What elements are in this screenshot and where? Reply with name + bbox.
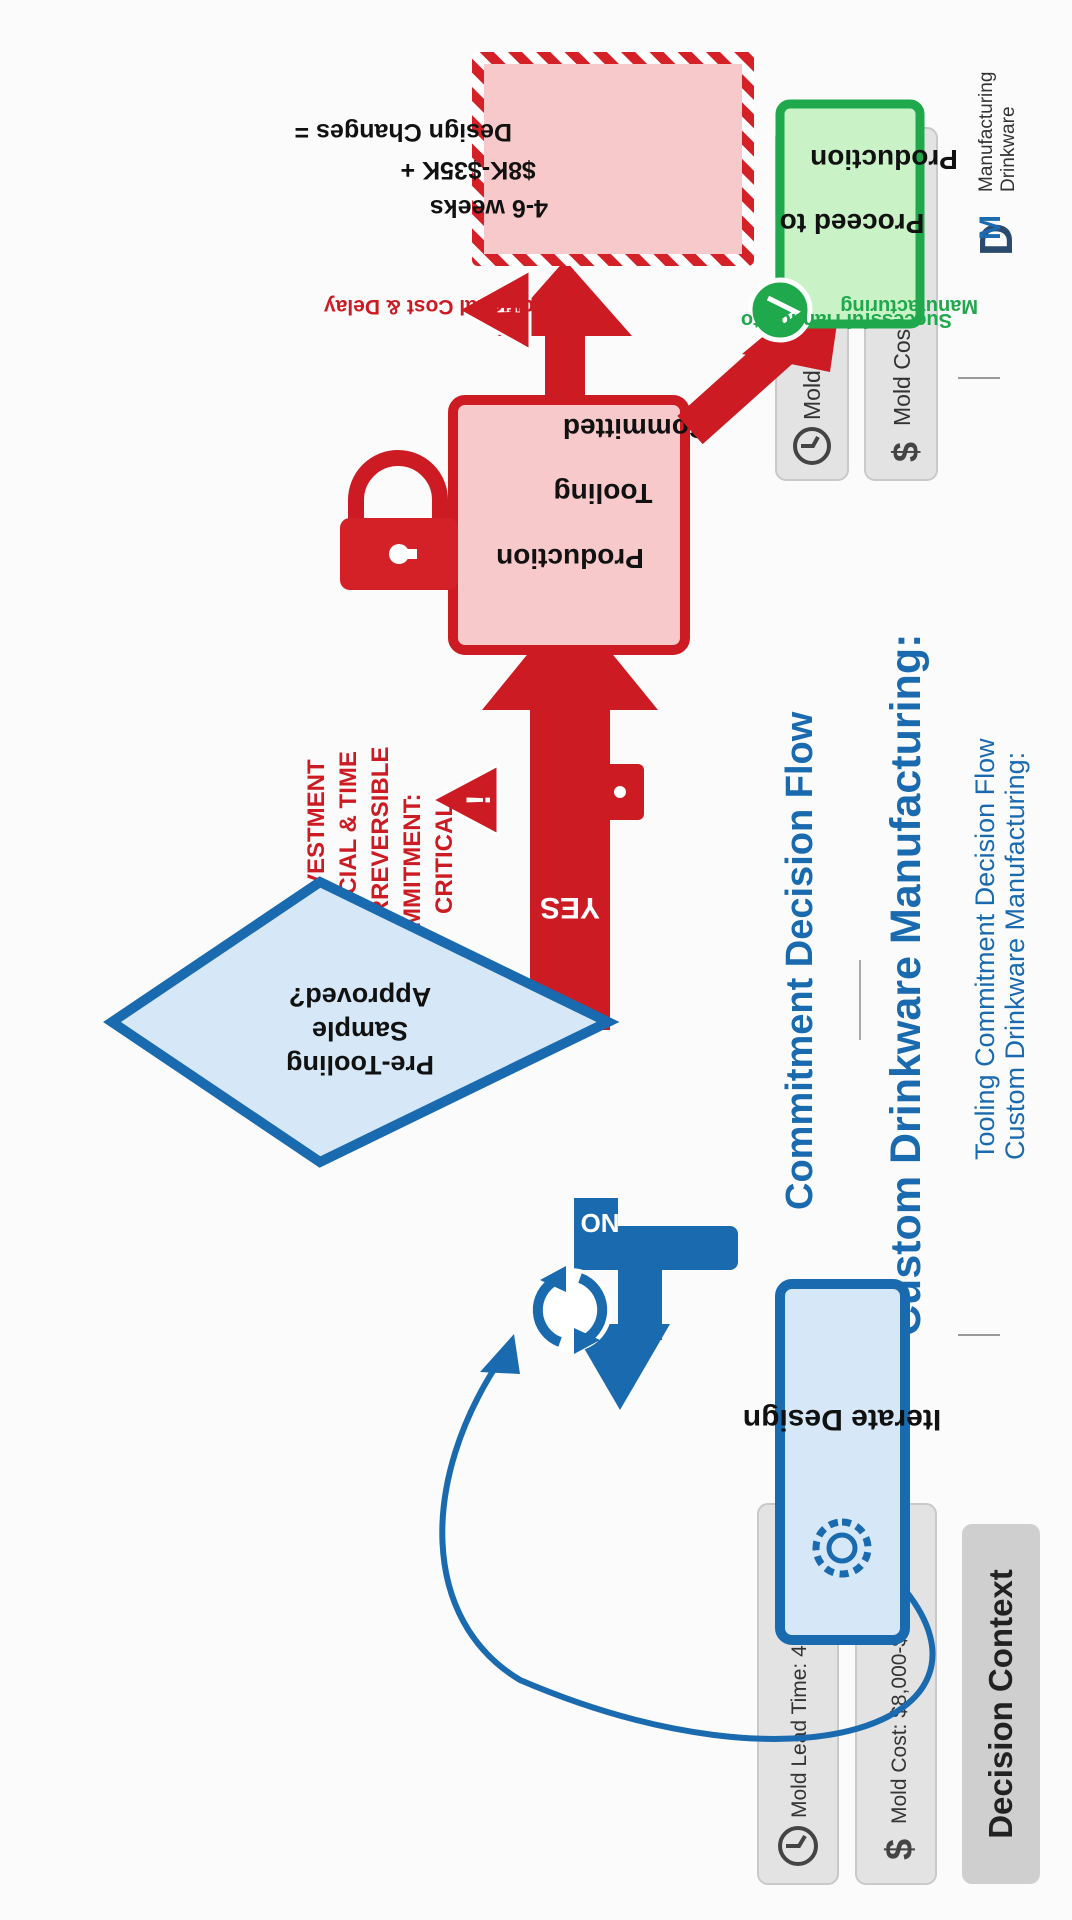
right-clock-icon bbox=[793, 427, 831, 465]
decision-line2: Sample bbox=[312, 1016, 408, 1046]
right-dollar-icon: $ bbox=[885, 442, 926, 462]
refresh-icon bbox=[528, 1266, 612, 1354]
check-circle-icon bbox=[747, 277, 813, 343]
loop-back-arrow bbox=[439, 1334, 936, 1742]
design-changes-line1: Design Changes = bbox=[295, 118, 512, 146]
logo-m-letter: M bbox=[974, 215, 1007, 240]
decision-line1: Pre-Tooling bbox=[286, 1050, 434, 1080]
no-label: NO bbox=[581, 1208, 620, 1238]
design-changes-line3: 4-6 weeks bbox=[430, 194, 548, 222]
decision-context-header bbox=[962, 1524, 1040, 1884]
design-changes-box bbox=[484, 64, 742, 254]
company-logo: D M Drinkware Manufacturing bbox=[970, 72, 1022, 256]
padlock-icon bbox=[340, 450, 458, 590]
design-changes-line2: $8K-$35K + bbox=[401, 156, 537, 184]
warning-triangle-icon: ! bbox=[428, 762, 500, 838]
tooling-line1: Production bbox=[496, 543, 644, 574]
yes-label: YES bbox=[540, 891, 600, 924]
dollar-icon: $ bbox=[879, 1839, 921, 1860]
clock-icon bbox=[778, 1826, 818, 1866]
iterate-box bbox=[775, 1279, 910, 1645]
svg-text:!: ! bbox=[491, 305, 527, 316]
decision-context-title: Decision Context bbox=[982, 1569, 1019, 1839]
decision-node: Pre-Tooling Sample Approved? bbox=[103, 876, 620, 1168]
small-title-line1: Custom Drinkware Manufacturing: bbox=[1000, 752, 1030, 1160]
svg-text:!: ! bbox=[460, 794, 498, 805]
small-title-line2: Tooling Commitment Decision Flow bbox=[970, 738, 1000, 1160]
logo-line2: Manufacturing bbox=[976, 72, 997, 192]
tooling-committed-node: Production Tooling Committed bbox=[340, 395, 709, 655]
gear-icon bbox=[812, 1518, 872, 1578]
logo-line1: Drinkware bbox=[998, 106, 1019, 192]
decision-diamond bbox=[103, 876, 620, 1168]
design-changes-note: Additional Cost & Delay bbox=[324, 295, 562, 318]
iterate-label: Iterate Design bbox=[743, 1403, 941, 1436]
yes-arrow-shaft bbox=[530, 700, 610, 1030]
critical-line3: IRREVERSIBLE bbox=[367, 747, 394, 924]
big-title-line2: Commitment Decision Flow bbox=[779, 711, 821, 1210]
proceed-line1: Proceed to bbox=[780, 208, 925, 239]
design-changes-node: Design Changes = $8K-$35K + 4-6 weeks ! … bbox=[295, 52, 754, 353]
decision-line3: Approved? bbox=[289, 982, 432, 1012]
yes-arrow-head bbox=[482, 602, 658, 710]
no-arrow: NO bbox=[528, 1198, 738, 1410]
big-title-line1: Custom Drinkware Manufacturing: bbox=[882, 634, 930, 1336]
changes-warning-icon: ! bbox=[454, 267, 532, 353]
proceed-box bbox=[775, 99, 925, 329]
proceed-node: Proceed to Production Successful Handoff… bbox=[741, 99, 978, 343]
proceed-note-line1: Successful Handoff to bbox=[741, 309, 952, 331]
tooling-line2: Tooling bbox=[554, 478, 653, 509]
proceed-line2: Production bbox=[810, 144, 958, 175]
logo-d-letter: D bbox=[970, 223, 1022, 256]
padlock-small-icon bbox=[562, 764, 644, 820]
proceed-note-line2: Manufacturing bbox=[840, 295, 978, 317]
yes-arrow: YES bbox=[482, 602, 658, 1030]
critical-line1: CRITICAL bbox=[431, 802, 458, 914]
iterate-node: Iterate Design bbox=[743, 1279, 941, 1645]
